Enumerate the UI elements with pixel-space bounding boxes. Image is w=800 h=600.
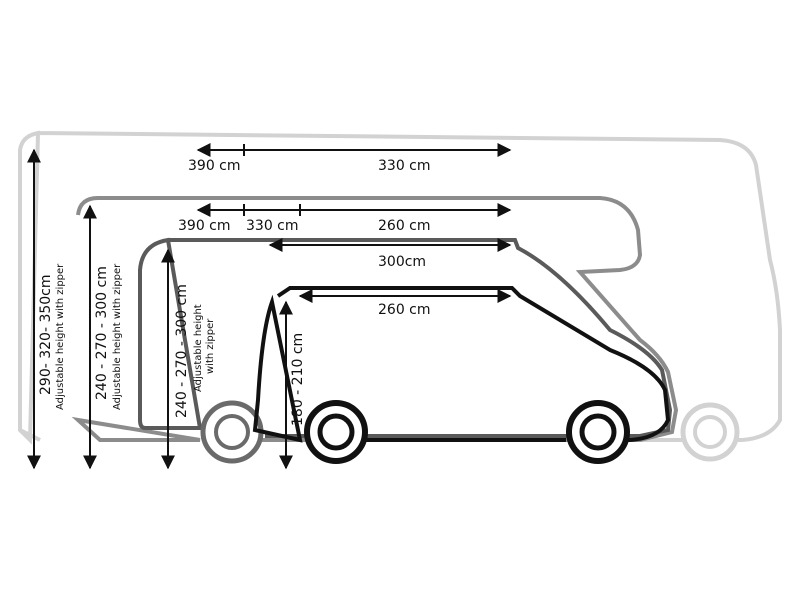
large-length-b-label: 330 cm [378,158,431,174]
small-height-label: 240 - 270 - 300 cm [174,284,190,418]
van-height-label: 180 - 210 cm [290,333,306,426]
medium-height-label: 240 - 270 - 300 cm [94,266,110,400]
medium-length-b-label: 330 cm [246,218,299,234]
medium-height-note: Adjustable height with zipper [112,263,123,410]
small-front-wheel [200,400,264,464]
large-rear-wheel [680,402,740,462]
van-rear-wheel [566,400,630,464]
van-outline [252,286,671,464]
medium-length-a-label: 390 cm [178,218,231,234]
large-length-arrows [196,143,512,157]
medium-length-d-label: 300cm [378,254,426,270]
medium-length-arrows [196,203,512,217]
van-length-label: 260 cm [378,302,431,318]
small-motorhome-outline [138,237,673,464]
large-height-label: 290- 320- 350cm [38,274,54,395]
van-front-wheel [304,400,368,464]
large-length-a-label: 390 cm [188,158,241,174]
medium-length-c-label: 260 cm [378,218,431,234]
small-height-note-1: Adjustable height [193,304,204,392]
small-height-note-2: with zipper [205,318,216,374]
large-height-note: Adjustable height with zipper [55,263,66,410]
